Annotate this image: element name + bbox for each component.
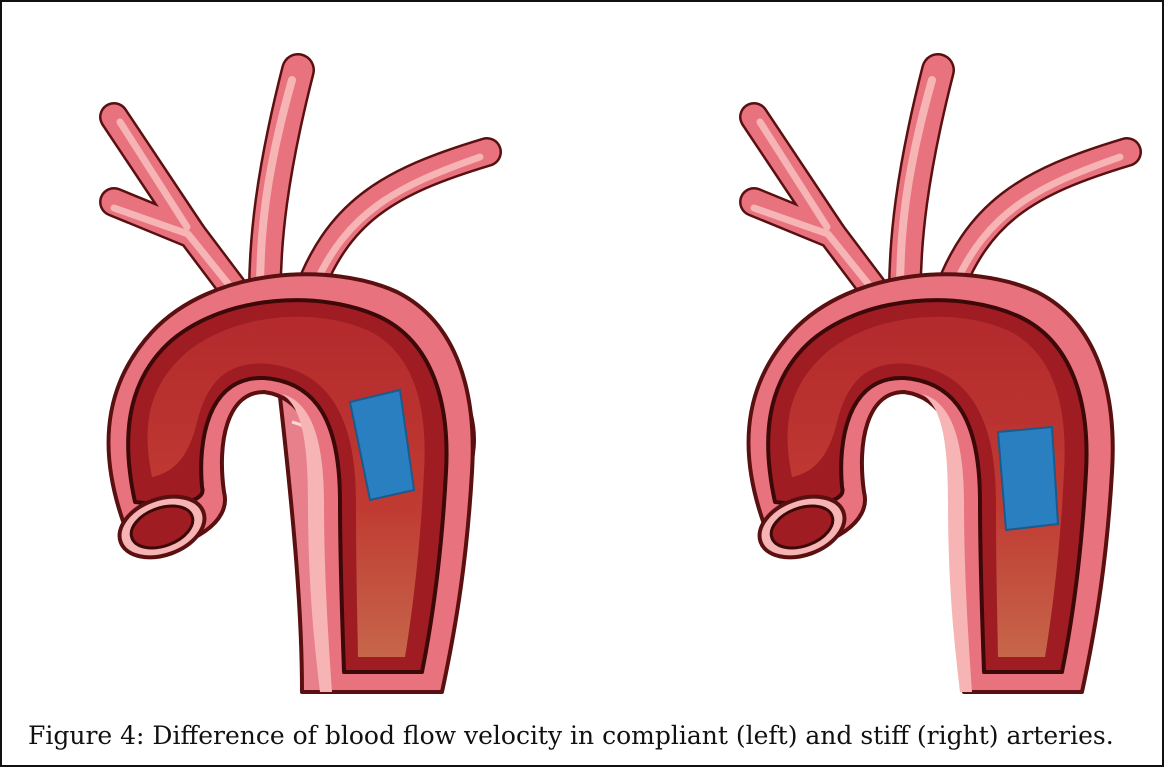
stiff-artery-panel bbox=[748, 70, 1127, 692]
figure-caption: Figure 4: Difference of blood flow veloc… bbox=[28, 719, 1148, 753]
velocity-marker bbox=[998, 427, 1058, 530]
aorta-arch bbox=[748, 70, 1127, 692]
compliant-artery-panel bbox=[108, 70, 487, 692]
aorta-illustration bbox=[2, 2, 1164, 712]
